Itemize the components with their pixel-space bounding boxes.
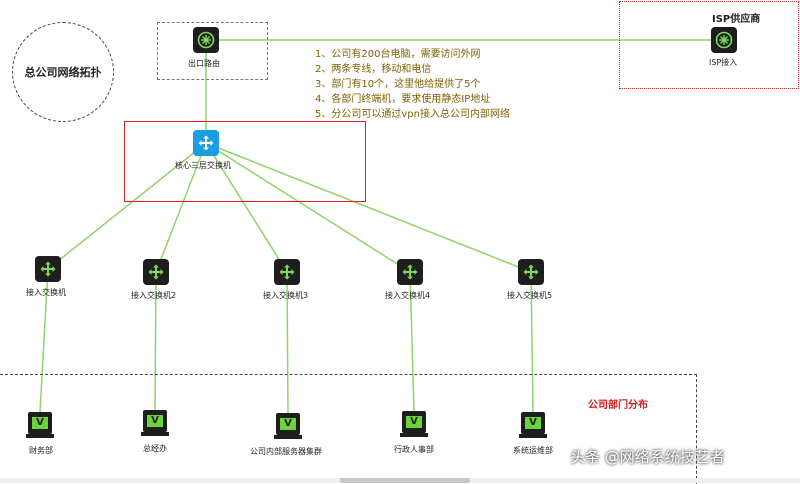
requirement-item: 3、部门有10个，这里他给提供了5个: [315, 79, 481, 90]
access-switch-2-icon[interactable]: [143, 259, 169, 285]
link-core-sw1: [47, 142, 207, 270]
isp-region-title: ISP供应商: [712, 14, 761, 25]
access-switch-4-label: 接入交换机4: [385, 291, 431, 300]
access-switch-4-icon[interactable]: [397, 259, 423, 285]
requirement-item: 5、分公司可以通过vpn接入总公司内部网络: [315, 109, 510, 120]
terminal-2-icon[interactable]: V: [143, 410, 167, 432]
core-switch-icon[interactable]: [193, 130, 219, 156]
terminal-5-label: 系统运维部: [513, 446, 553, 455]
router-icon[interactable]: [193, 27, 219, 53]
terminal-2-base: [141, 432, 169, 436]
access-switch-5-label: 接入交换机5: [507, 291, 553, 300]
terminal-1-label: 财务部: [29, 446, 53, 455]
access-switch-3-label: 接入交换机3: [263, 291, 309, 300]
link-sw3-d3: [286, 271, 289, 414]
access-switch-3-icon[interactable]: [274, 259, 300, 285]
terminal-1-base: [26, 434, 54, 438]
horizontal-scrollbar-thumb[interactable]: [340, 478, 470, 483]
watermark: 头条 @网络系统技艺者: [570, 448, 725, 466]
terminal-5-icon[interactable]: V: [521, 412, 545, 434]
terminal-3-label: 公司内部服务器集群: [250, 447, 322, 456]
isp-router-icon[interactable]: [711, 27, 737, 53]
terminal-4-base: [400, 433, 428, 437]
terminal-1-icon[interactable]: V: [28, 412, 52, 434]
core-group-frame: [124, 121, 366, 202]
link-core-sw2: [155, 142, 207, 273]
requirement-item: 1、公司有200台电脑，需要访问外网: [315, 49, 481, 60]
core-switch-label: 核心三层交换机: [175, 161, 231, 170]
terminal-4-label: 行政人事部: [394, 445, 434, 454]
isp-label: ISP接入: [709, 58, 738, 67]
link-core-sw3: [205, 142, 288, 273]
link-core-sw4: [205, 142, 411, 273]
requirements-list: 1、公司有200台电脑，需要访问外网 2、两条专线，移动和电信 3、部门有10个…: [315, 47, 510, 122]
terminal-2-label: 总经办: [143, 444, 167, 453]
terminal-3-icon[interactable]: V: [276, 413, 300, 435]
terminal-5-base: [519, 434, 547, 438]
isp-group-frame: [619, 1, 799, 89]
requirement-item: 4、各部门终端机，要求使用静态IP地址: [315, 94, 491, 105]
terminal-3-base: [274, 435, 302, 439]
access-switch-2-label: 接入交换机2: [131, 291, 177, 300]
department-region-title: 公司部门分布: [588, 400, 648, 411]
router-group-frame: [157, 22, 268, 80]
link-sw5-d5: [530, 271, 534, 413]
terminal-4-icon[interactable]: V: [402, 411, 426, 433]
topology-title: 总公司网络拓扑: [12, 22, 114, 122]
department-region-frame: [0, 374, 697, 484]
link-sw2-d2: [154, 271, 157, 411]
access-switch-1-icon[interactable]: [35, 256, 61, 282]
access-switch-1-label: 接入交换机: [26, 288, 66, 297]
link-sw4-d4: [409, 271, 415, 412]
link-core-sw5: [205, 142, 532, 273]
requirement-item: 2、两条专线，移动和电信: [315, 64, 432, 75]
link-sw1-d1: [39, 268, 49, 413]
access-switch-5-icon[interactable]: [518, 259, 544, 285]
router-label: 出口路由: [188, 59, 220, 68]
